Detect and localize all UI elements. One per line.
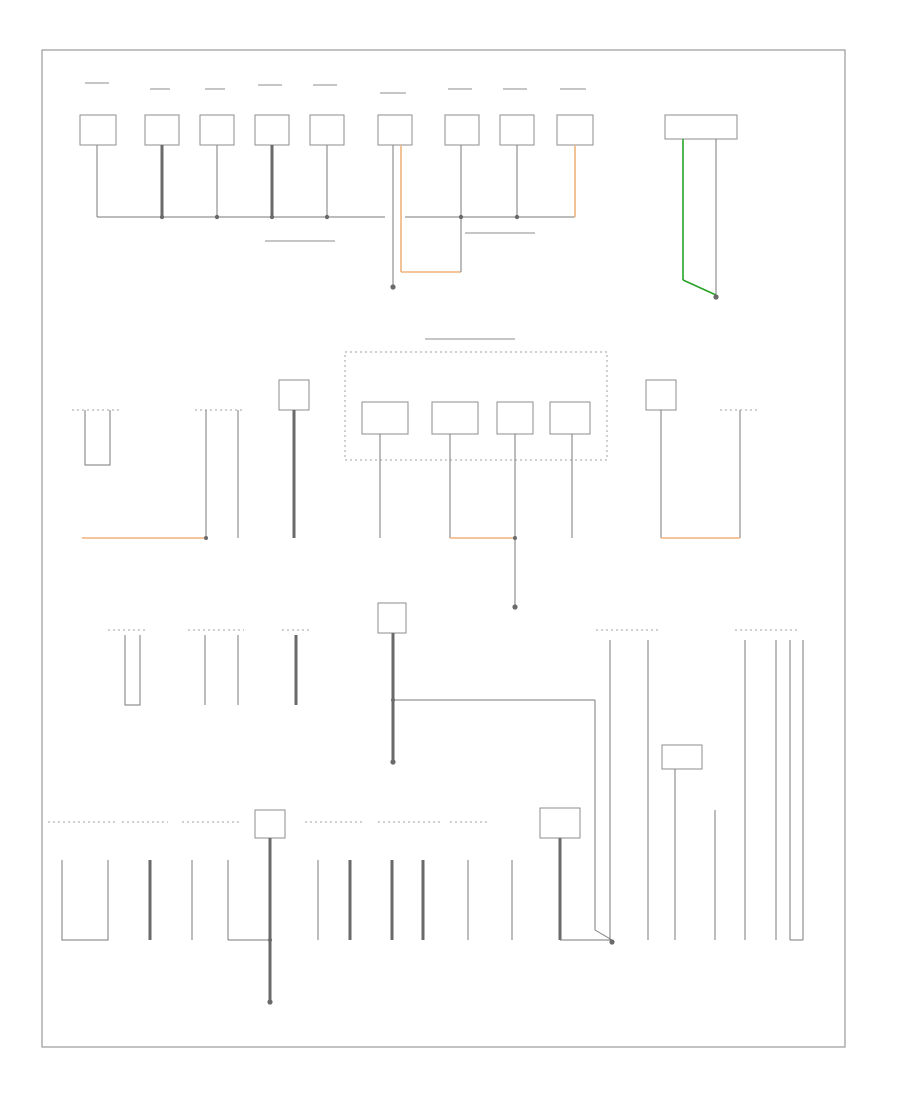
wires-bottom-row xyxy=(61,838,613,1000)
component-2 xyxy=(144,114,180,146)
component-4 xyxy=(254,114,290,146)
component-14 xyxy=(496,401,534,435)
wires-third-row xyxy=(124,633,804,941)
component-8 xyxy=(499,114,535,146)
diagram-frame xyxy=(41,49,846,1048)
wires-top-row xyxy=(96,145,575,218)
component-18 xyxy=(661,744,703,770)
component-9 xyxy=(556,114,594,146)
wires-top-right xyxy=(682,139,717,296)
splices-top xyxy=(159,214,520,220)
section-third-row xyxy=(108,602,804,941)
component-12 xyxy=(361,401,409,435)
section-top-row xyxy=(79,114,738,300)
ground-point-second-row xyxy=(512,604,518,610)
component-5 xyxy=(309,114,345,146)
component-15 xyxy=(549,401,591,435)
ground-point-top-right xyxy=(713,294,719,300)
ground-point-bottom-left xyxy=(267,999,273,1005)
illegible-label-markings xyxy=(85,82,586,340)
component-11 xyxy=(278,379,310,411)
section-bottom-row xyxy=(48,807,615,1005)
ground-point-bottom-right xyxy=(609,939,615,945)
highlighted-wires-top xyxy=(392,145,576,285)
component-10 xyxy=(664,114,738,140)
component-1 xyxy=(79,114,117,146)
component-13 xyxy=(431,401,479,435)
component-6 xyxy=(377,114,413,146)
component-7 xyxy=(444,114,480,146)
ground-point-top-center xyxy=(390,284,396,290)
wires-second-row xyxy=(84,410,741,605)
ground-point-third-row xyxy=(390,759,396,765)
dashed-enclosure-center xyxy=(344,351,608,461)
section-second-row xyxy=(72,351,760,610)
component-3 xyxy=(199,114,235,146)
component-20 xyxy=(539,807,581,839)
component-17 xyxy=(377,602,407,634)
component-16 xyxy=(645,379,677,411)
component-19 xyxy=(254,809,286,839)
